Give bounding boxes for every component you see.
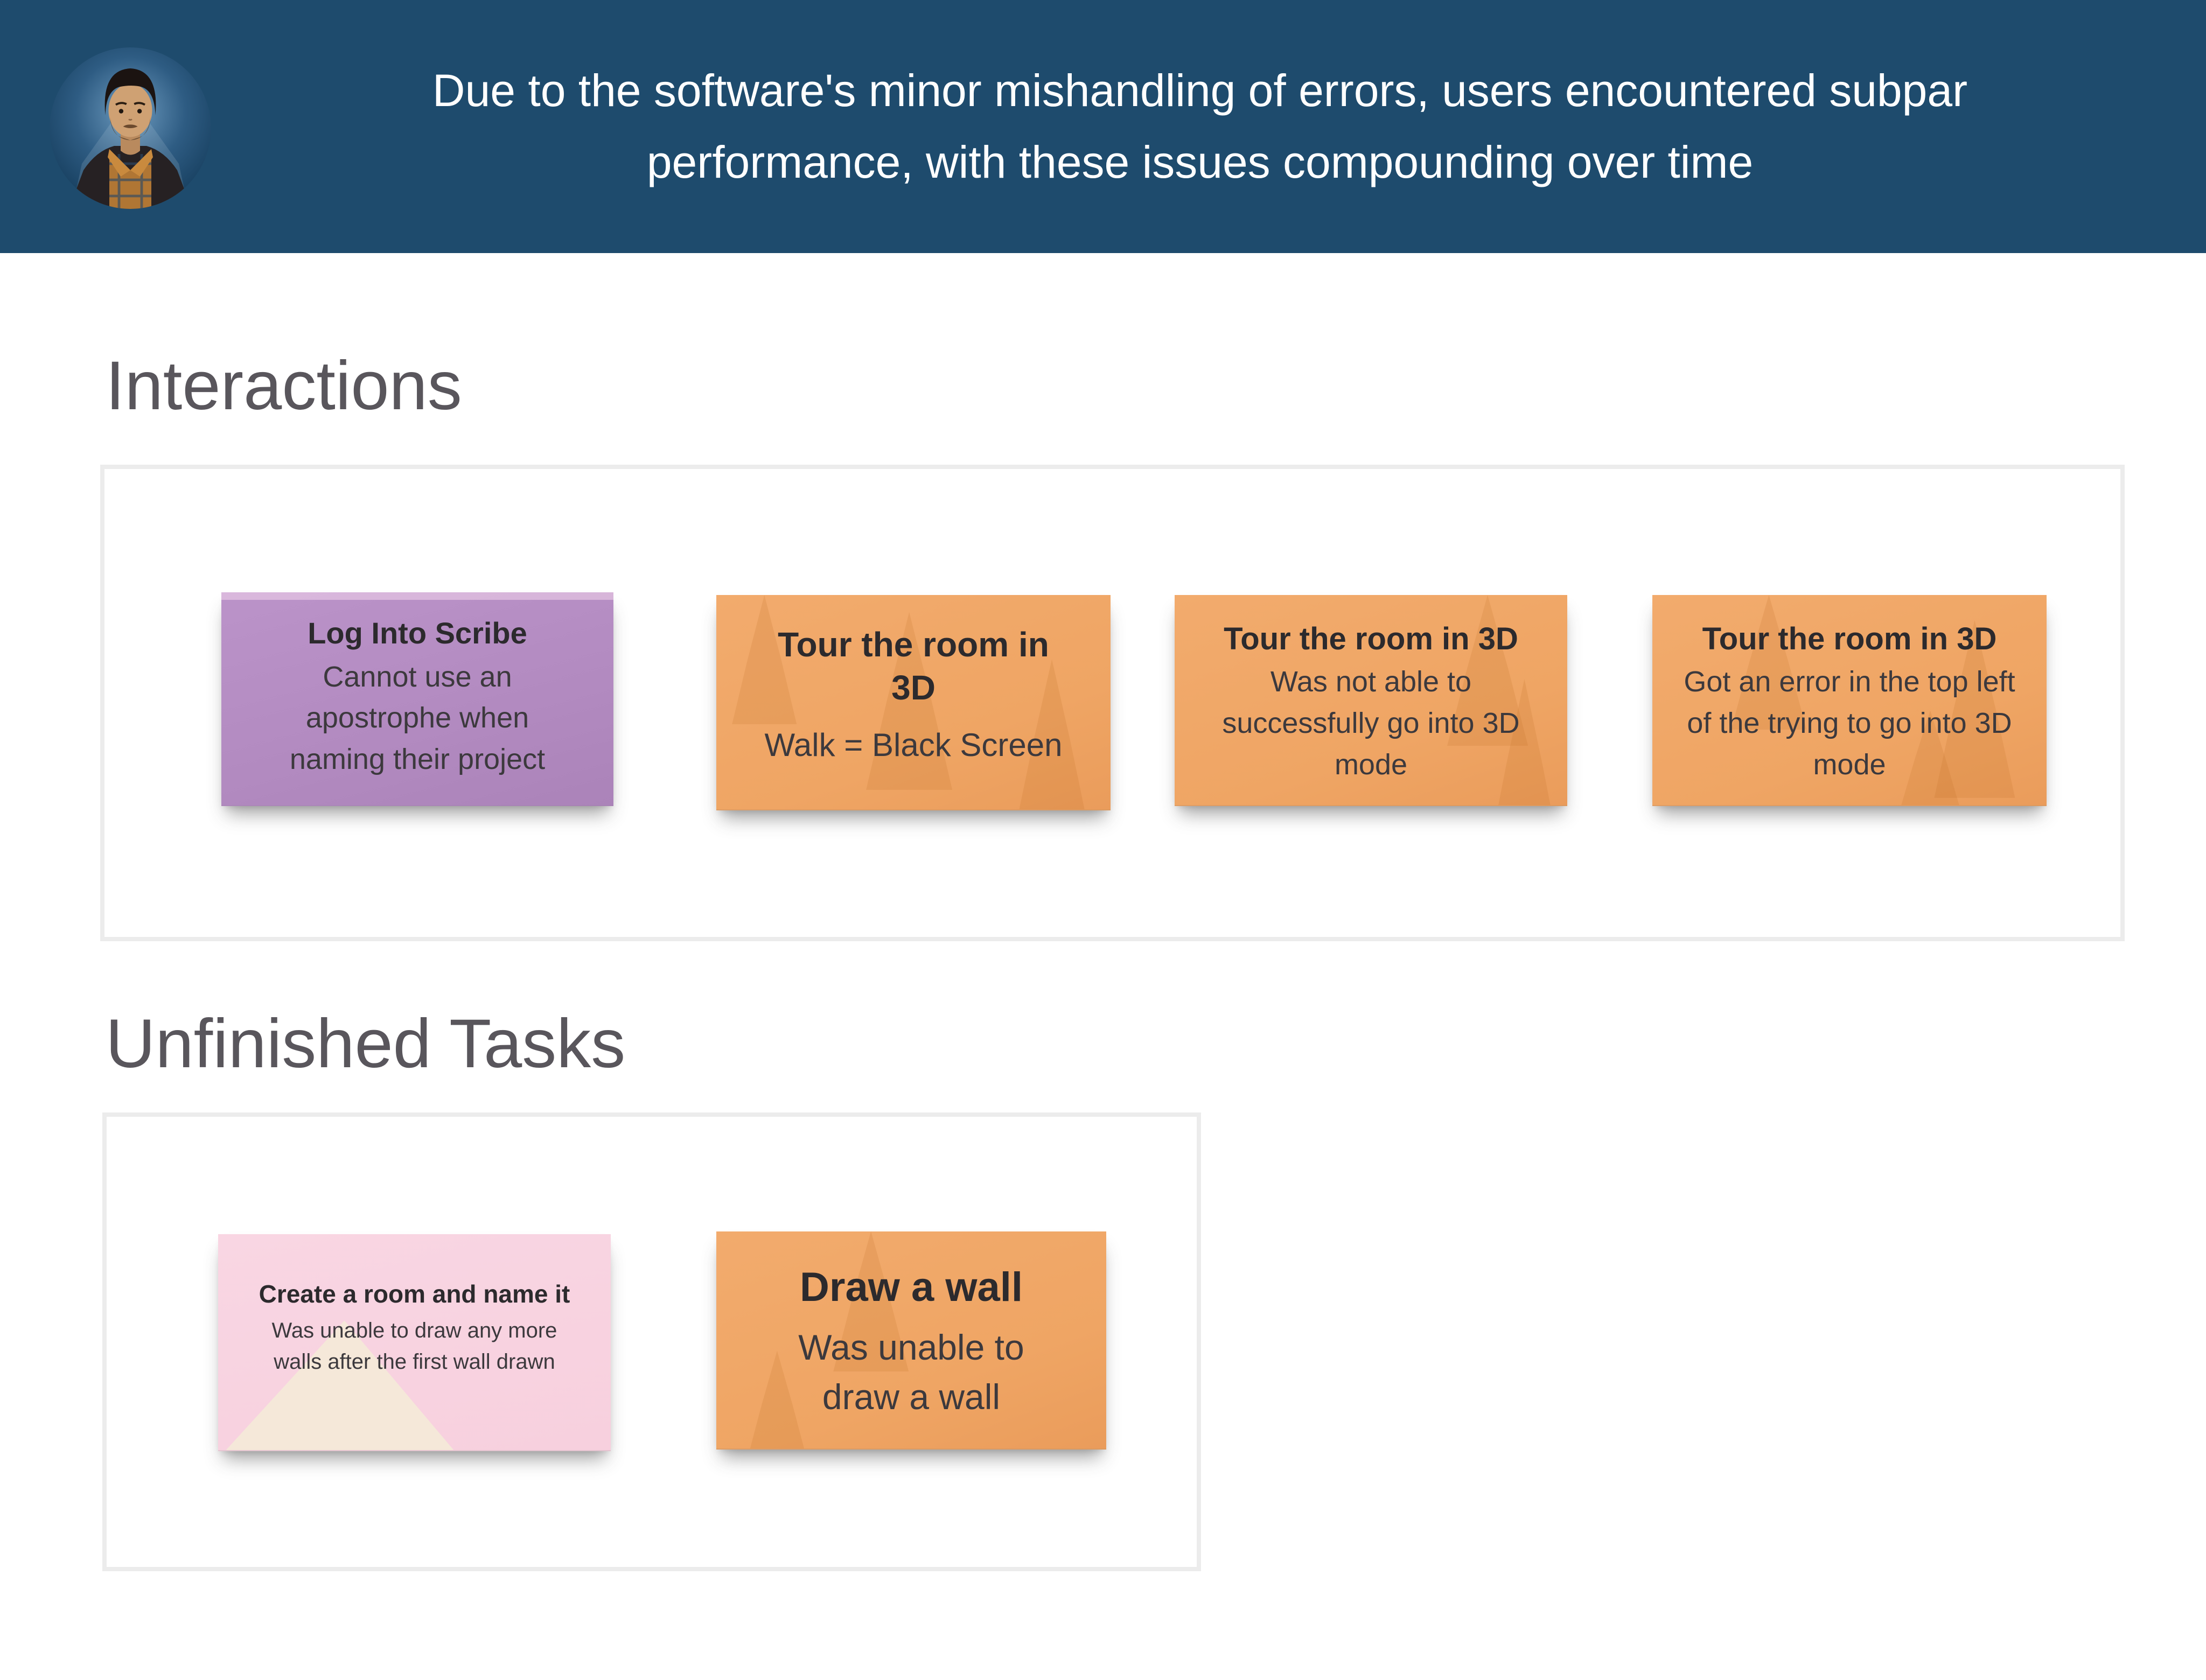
interactions-panel: Log Into Scribe Cannot use an apostrophe… <box>100 465 2125 941</box>
avatar-image <box>50 47 211 209</box>
sticky-note-tour-room-1[interactable]: Tour the room in 3D Walk = Black Screen <box>716 595 1111 810</box>
note-body: Was unable to draw any more walls after … <box>271 1318 557 1374</box>
sticky-note-tour-room-2[interactable]: Tour the room in 3D Was not able to succ… <box>1175 595 1567 806</box>
note-title: Log Into Scribe <box>308 616 527 650</box>
note-title: Tour the room in 3D <box>1702 621 1997 656</box>
section-title-interactions: Interactions <box>106 347 462 424</box>
unfinished-tasks-panel: Create a room and name it Was unable to … <box>102 1112 1201 1571</box>
note-body: Was unable to draw a wall <box>798 1327 1024 1417</box>
note-title: Tour the room in 3D <box>1224 621 1518 656</box>
sticky-note-draw-wall[interactable]: Draw a wall Was unable to draw a wall <box>716 1231 1106 1450</box>
note-body: Walk = Black Screen <box>764 727 1063 763</box>
header-quote: Due to the software's minor mishandling … <box>432 65 1968 187</box>
header-banner: Due to the software's minor mishandling … <box>0 0 2206 253</box>
sticky-note-tour-room-3[interactable]: Tour the room in 3D Got an error in the … <box>1652 595 2047 806</box>
section-title-unfinished-tasks: Unfinished Tasks <box>106 1005 626 1082</box>
note-body: Was not able to successfully go into 3D … <box>1222 666 1520 781</box>
note-title: Tour the room in 3D <box>778 625 1049 707</box>
sticky-note-log-into-scribe[interactable]: Log Into Scribe Cannot use an apostrophe… <box>221 592 613 806</box>
header-quote-area: Due to the software's minor mishandling … <box>215 0 2184 253</box>
note-title: Draw a wall <box>800 1264 1023 1310</box>
sticky-note-create-room[interactable]: Create a room and name it Was unable to … <box>218 1234 611 1451</box>
note-body: Got an error in the top left of the tryi… <box>1684 666 2015 781</box>
avatar <box>50 47 211 209</box>
note-title: Create a room and name it <box>259 1280 570 1308</box>
note-body: Cannot use an apostrophe when naming the… <box>289 660 546 776</box>
